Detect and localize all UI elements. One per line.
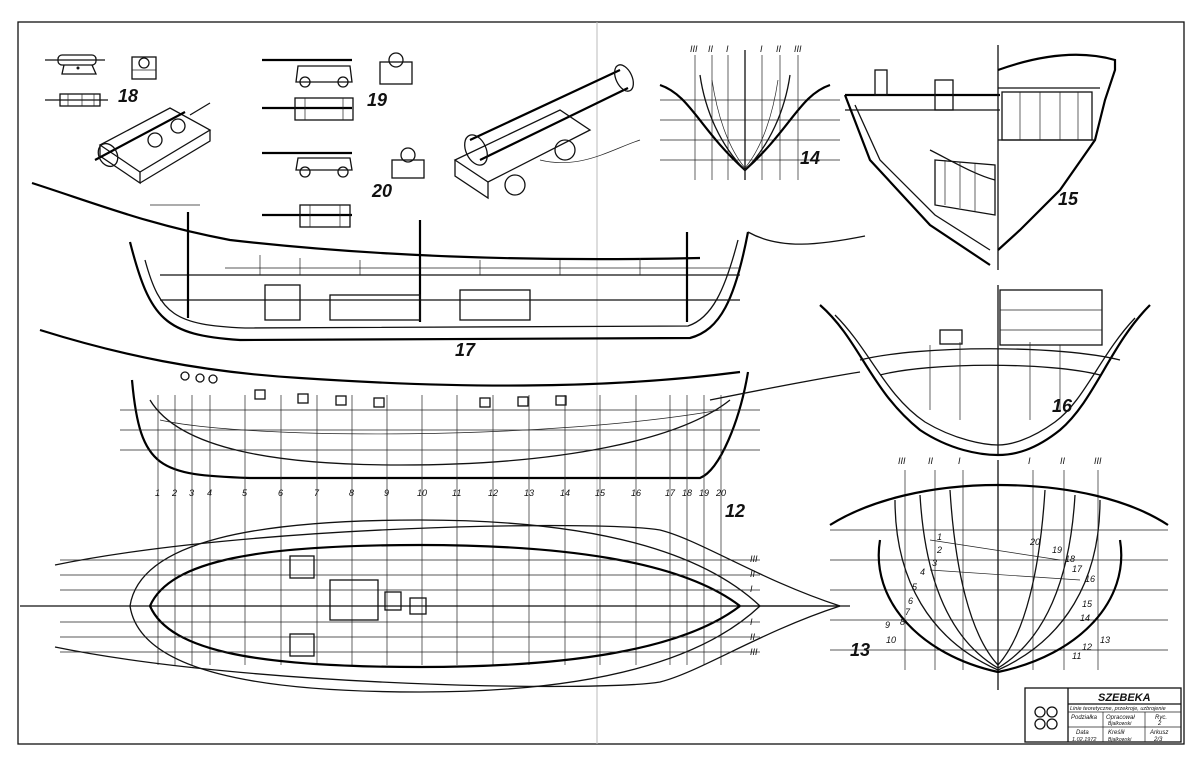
svg-text:I: I — [1028, 456, 1031, 466]
svg-text:9: 9 — [885, 620, 890, 630]
sheet-label: Ryc. — [1155, 715, 1167, 721]
figure-14-section: III II I I II III 14 — [659, 44, 840, 180]
sheet-border — [17, 21, 1185, 745]
drawn-label: Opracował — [1106, 715, 1135, 721]
svg-text:17: 17 — [1072, 564, 1083, 574]
ship-name: SZEBEKA — [1098, 692, 1151, 704]
svg-text:12: 12 — [488, 488, 498, 498]
date-label: Data — [1076, 730, 1089, 736]
svg-text:III: III — [1094, 456, 1102, 466]
svg-text:II: II — [708, 44, 714, 54]
svg-text:III: III — [750, 647, 758, 657]
arkusz-label: Arkusz — [1149, 730, 1168, 736]
svg-text:III: III — [794, 44, 802, 54]
figure-12-label: 12 — [725, 501, 745, 521]
drew-sign: Bjalkowski — [1108, 737, 1132, 743]
figure-12-sheer-plan: 12 — [39, 328, 861, 521]
figure-19-20-carriage-guns: 19 20 — [262, 52, 641, 228]
figure-16-section: 16 — [819, 285, 1151, 457]
figure-15-label: 15 — [1058, 189, 1079, 209]
svg-text:5: 5 — [912, 582, 918, 592]
svg-text:8: 8 — [349, 488, 354, 498]
figure-15-section: 15 — [843, 45, 1117, 270]
svg-text:17: 17 — [665, 488, 676, 498]
svg-text:I: I — [760, 44, 763, 54]
drawing-subtitle: Linie teoretyczne, przekroje, uzbrojenie — [1070, 706, 1166, 712]
figure-16-label: 16 — [1052, 396, 1073, 416]
svg-text:I: I — [958, 456, 961, 466]
drawn-sign: Bjalkowski — [1108, 721, 1132, 727]
drew-label: Kreślił — [1108, 730, 1125, 736]
svg-text:3: 3 — [932, 558, 937, 568]
svg-text:15: 15 — [1082, 599, 1093, 609]
svg-text:16: 16 — [631, 488, 641, 498]
svg-text:19: 19 — [1052, 545, 1062, 555]
svg-text:II: II — [776, 44, 782, 54]
figure-13-label: 13 — [850, 640, 870, 660]
figure-19-label: 19 — [367, 90, 387, 110]
svg-text:16: 16 — [1085, 574, 1095, 584]
title-block: SZEBEKA Linie teoretyczne, przekroje, uz… — [1024, 687, 1182, 743]
svg-text:10: 10 — [417, 488, 427, 498]
svg-text:1: 1 — [937, 532, 942, 542]
svg-text:14: 14 — [1080, 613, 1090, 623]
svg-text:I: I — [750, 584, 753, 594]
svg-text:III: III — [750, 554, 758, 564]
svg-text:2: 2 — [171, 488, 177, 498]
svg-text:18: 18 — [682, 488, 692, 498]
station-numbers: 1 2 3 4 5 6 7 8 9 10 11 12 13 14 15 16 1… — [155, 488, 726, 498]
figure-18-cannon-views: 18 — [45, 54, 212, 185]
svg-text:6: 6 — [908, 596, 913, 606]
svg-text:II: II — [750, 569, 756, 579]
svg-text:7: 7 — [314, 488, 320, 498]
station-lines — [157, 395, 722, 665]
figure-20-label: 20 — [371, 181, 392, 201]
svg-text:11: 11 — [1072, 651, 1081, 661]
svg-text:III: III — [898, 456, 906, 466]
arkusz-value: 2/3 — [1153, 737, 1163, 743]
svg-text:14: 14 — [560, 488, 570, 498]
svg-text:I: I — [726, 44, 729, 54]
svg-text:III: III — [690, 44, 698, 54]
svg-text:3: 3 — [189, 488, 194, 498]
svg-text:10: 10 — [886, 635, 896, 645]
svg-text:4: 4 — [207, 488, 212, 498]
svg-text:20: 20 — [715, 488, 726, 498]
svg-text:II: II — [1060, 456, 1066, 466]
svg-text:15: 15 — [595, 488, 606, 498]
figure-17-profile: 17 — [31, 181, 866, 360]
svg-text:1: 1 — [155, 488, 160, 498]
svg-text:II: II — [750, 632, 756, 642]
svg-text:II: II — [928, 456, 934, 466]
figure-13-body-plan: III II I I II III 1 2 3 4 5 6 7 8 9 10 2… — [829, 456, 1169, 690]
figure-18-label: 18 — [118, 86, 138, 106]
date-value: 1.02.1972 — [1072, 737, 1096, 743]
svg-text:4: 4 — [920, 567, 925, 577]
svg-text:5: 5 — [242, 488, 248, 498]
svg-text:I: I — [750, 617, 753, 627]
figure-17-label: 17 — [455, 340, 476, 360]
svg-text:13: 13 — [1100, 635, 1110, 645]
svg-text:18: 18 — [1065, 554, 1075, 564]
half-breadth-plan: III II I I II III — [20, 519, 850, 693]
svg-text:6: 6 — [278, 488, 283, 498]
figure-14-label: 14 — [800, 148, 820, 168]
svg-text:19: 19 — [699, 488, 709, 498]
svg-text:12: 12 — [1082, 642, 1092, 652]
svg-text:13: 13 — [524, 488, 534, 498]
sheet-number: 2 — [1157, 721, 1162, 727]
svg-text:8: 8 — [900, 617, 905, 627]
svg-text:20: 20 — [1029, 537, 1040, 547]
svg-text:7: 7 — [905, 607, 911, 617]
svg-text:9: 9 — [384, 488, 389, 498]
svg-text:11: 11 — [452, 488, 461, 498]
svg-text:2: 2 — [936, 545, 942, 555]
scale-label: Podziałka — [1071, 715, 1098, 721]
